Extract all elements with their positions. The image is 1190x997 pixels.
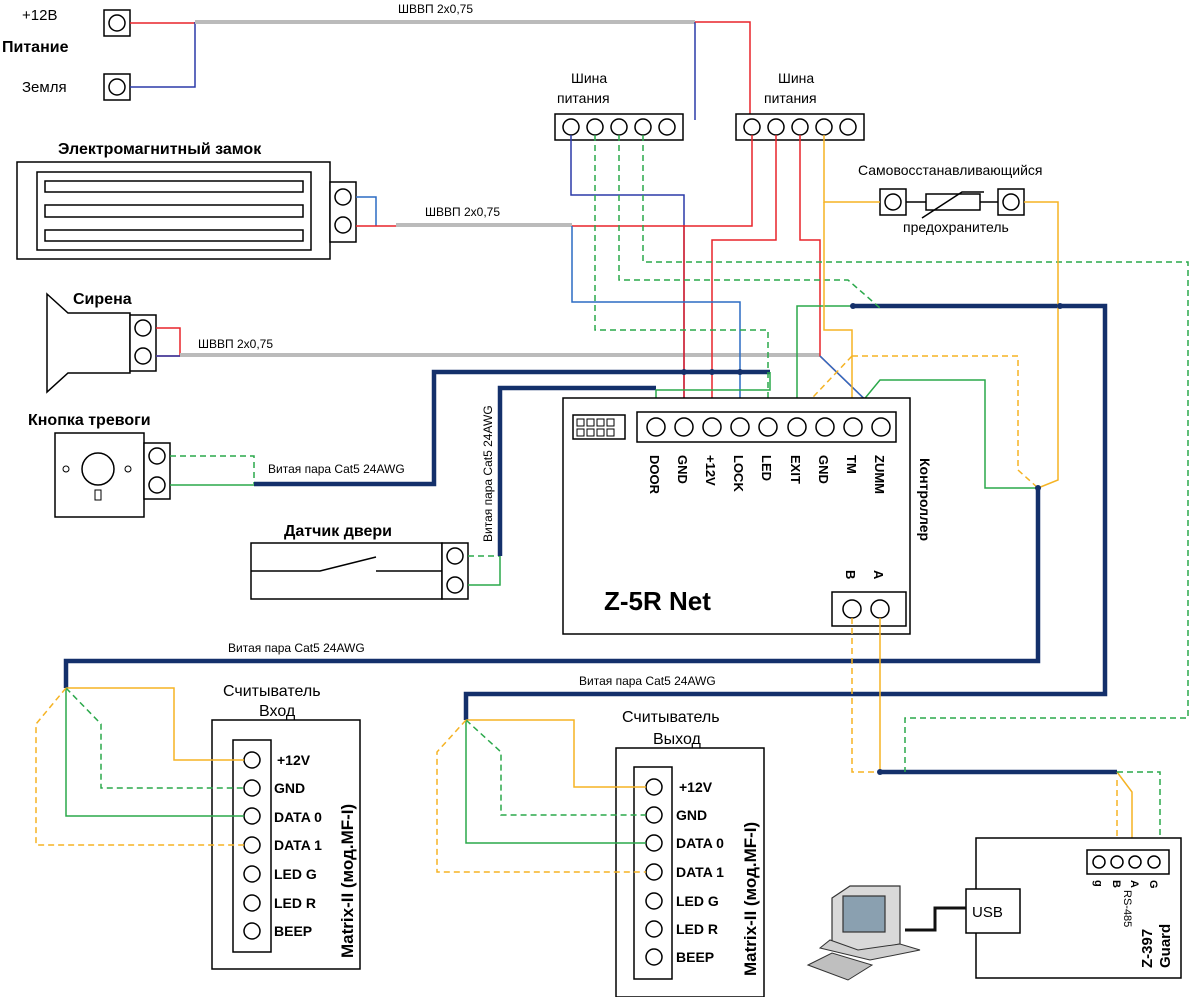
bus-right-line2: питания xyxy=(764,90,817,106)
controller-wiring xyxy=(570,135,1189,772)
rout-pin-12v: +12V xyxy=(679,779,713,795)
bus-left: Шина питания xyxy=(554,70,684,141)
ground-label: Земля xyxy=(22,79,67,96)
guard-rs485: RS-485 xyxy=(1121,890,1133,927)
bus-left-line1: Шина xyxy=(571,70,607,86)
top-cable-label: ШВВП 2x0,75 xyxy=(398,2,473,16)
rout-pin-ledr: LED R xyxy=(676,921,718,937)
reader-in-title2: Вход xyxy=(259,703,296,720)
lock-title: Электромагнитный замок xyxy=(58,141,262,158)
bus-right-line1: Шина xyxy=(778,70,814,86)
pin-door: DOOR xyxy=(647,455,662,495)
rin-pin-data0: DATA 0 xyxy=(274,809,322,825)
siren: Сирена ШВВП 2x0,75 xyxy=(46,291,820,394)
reader-in-model: Matrix-II (мод.MF-I) xyxy=(338,804,357,958)
bus-right: Шина питания xyxy=(735,70,865,141)
siren-cable-label: ШВВП 2x0,75 xyxy=(198,337,273,351)
pin-zumm: ZUMM xyxy=(872,455,887,494)
guard-pin-g: g xyxy=(1092,880,1104,887)
reader-in-cable-label: Витая пара Cat5 24AWG xyxy=(228,641,365,655)
controller: DOOR GND +12V LOCK LED EXIT GND TM ZUMM … xyxy=(562,397,933,635)
rin-pin-beep: BEEP xyxy=(274,923,312,939)
fuse-label-2: предохранитель xyxy=(903,219,1009,235)
guard-name2: Guard xyxy=(1157,924,1174,968)
usb-box xyxy=(965,888,1021,934)
fuse: Самовосстанавливающийся предохранитель xyxy=(858,162,1043,235)
rout-pin-data0: DATA 0 xyxy=(676,835,724,851)
reader-out-title2: Выход xyxy=(653,731,702,748)
reader-out-title1: Считыватель xyxy=(622,709,720,726)
rin-pin-ledg: LED G xyxy=(274,866,317,882)
guard-pin-a: A xyxy=(1128,880,1140,888)
power-section: +12В Питание Земля ШВВП 2x0,75 xyxy=(2,2,751,120)
rin-pin-ledr: LED R xyxy=(274,895,316,911)
plus12-label: +12В xyxy=(22,7,57,24)
guard-pin-G: G xyxy=(1147,880,1159,889)
usb-label: USB xyxy=(972,904,1003,921)
reader-in-title1: Считыватель xyxy=(223,683,321,700)
pin-exit: EXIT xyxy=(788,455,803,484)
guard-pin-b: B xyxy=(1110,880,1122,888)
alarm-button: Кнопка тревоги Витая пара Cat5 24AWG xyxy=(28,412,405,518)
rin-pin-data1: DATA 1 xyxy=(274,837,322,853)
door-sensor: Датчик двери Витая пара Cat5 24AWG xyxy=(250,405,501,600)
reader-in: Считыватель Вход +12V GND DATA 0 DATA 1 … xyxy=(35,641,365,970)
rout-pin-gnd: GND xyxy=(676,807,707,823)
door-cable-label: Витая пара Cat5 24AWG xyxy=(481,405,495,542)
power-title: Питание xyxy=(2,39,69,56)
reader-out-cable-label: Витая пара Cat5 24AWG xyxy=(579,674,716,688)
rs485-a: A xyxy=(871,570,886,580)
computer-icon xyxy=(806,885,921,981)
pin-gnd1: GND xyxy=(675,455,690,484)
reader-out-model: Matrix-II (мод.MF-I) xyxy=(741,822,760,976)
bus-left-line2: питания xyxy=(557,90,610,106)
siren-title: Сирена xyxy=(73,291,132,308)
alarm-cable-label: Витая пара Cat5 24AWG xyxy=(268,462,405,476)
pin-gnd2: GND xyxy=(816,455,831,484)
pin-tm: TM xyxy=(844,455,859,474)
rout-pin-data1: DATA 1 xyxy=(676,864,724,880)
controller-label: Контроллер xyxy=(917,458,933,541)
pin-led: LED xyxy=(759,455,774,481)
rin-pin-12v: +12V xyxy=(277,752,311,768)
z397-guard: g B A G RS-485 Z-397 Guard USB xyxy=(905,837,1182,979)
pin-12v: +12V xyxy=(703,455,718,486)
rout-pin-beep: BEEP xyxy=(676,949,714,965)
lock-cable-label: ШВВП 2x0,75 xyxy=(425,205,500,219)
controller-name: Z-5R Net xyxy=(604,586,711,616)
pin-lock: LOCK xyxy=(731,455,746,492)
rout-pin-ledg: LED G xyxy=(676,893,719,909)
guard-name1: Z-397 xyxy=(1139,929,1156,968)
trunk-cables xyxy=(63,303,1117,775)
junction-dots xyxy=(681,303,1063,775)
fuse-label-1: Самовосстанавливающийся xyxy=(858,162,1043,178)
rs485-wiring xyxy=(851,618,1161,858)
magnetic-lock: Электромагнитный замок ШВВП 2x0,75 xyxy=(16,141,572,260)
rin-pin-gnd: GND xyxy=(274,780,305,796)
alarm-title: Кнопка тревоги xyxy=(28,412,151,429)
rs485-b: B xyxy=(843,570,858,579)
door-sensor-title: Датчик двери xyxy=(284,523,392,540)
reader-out: Считыватель Выход +12V GND DATA 0 DATA 1… xyxy=(436,674,765,997)
